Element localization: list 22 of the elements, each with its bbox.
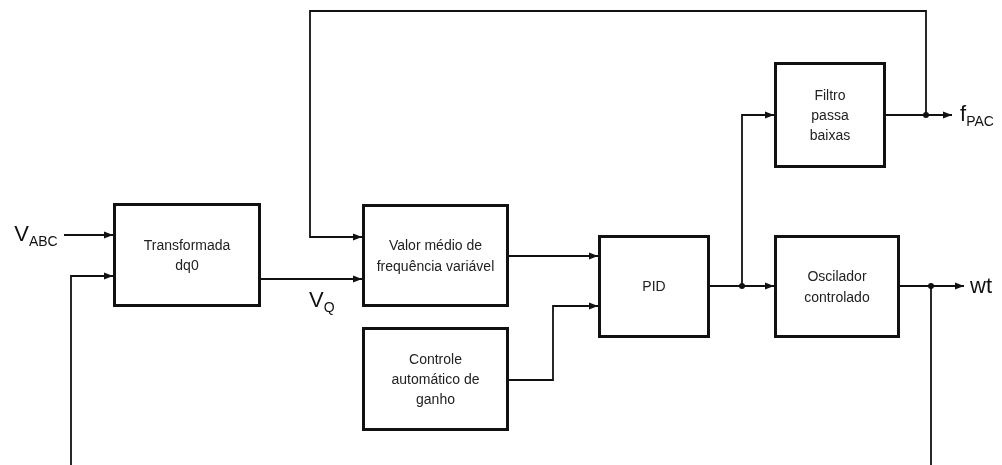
process-box [362, 204, 509, 307]
arrow [309, 10, 927, 241]
arrow [260, 275, 363, 283]
block-label: Oscilador controlado [803, 267, 871, 307]
block-label: Valor médio de frequência variável [375, 236, 496, 276]
signal-name: wt [970, 273, 992, 299]
block-label: PID [642, 277, 666, 297]
signal-name: V$_{ABC}$ [14, 220, 58, 250]
process-box [113, 203, 261, 307]
signal-name: f$_{PAC}$ [960, 100, 994, 130]
arrow [63, 231, 114, 239]
process-box [362, 327, 509, 431]
arrow [709, 282, 775, 290]
block-label: Controle automático de ganho [390, 349, 481, 410]
arrow [70, 272, 932, 465]
arrow [508, 252, 599, 260]
block-label: Filtro passa baixas [808, 85, 852, 146]
process-box [598, 235, 710, 338]
process-box [774, 62, 886, 168]
process-box [774, 235, 900, 338]
block-label: Transformada dq0 [142, 235, 232, 275]
arrow [508, 302, 599, 381]
